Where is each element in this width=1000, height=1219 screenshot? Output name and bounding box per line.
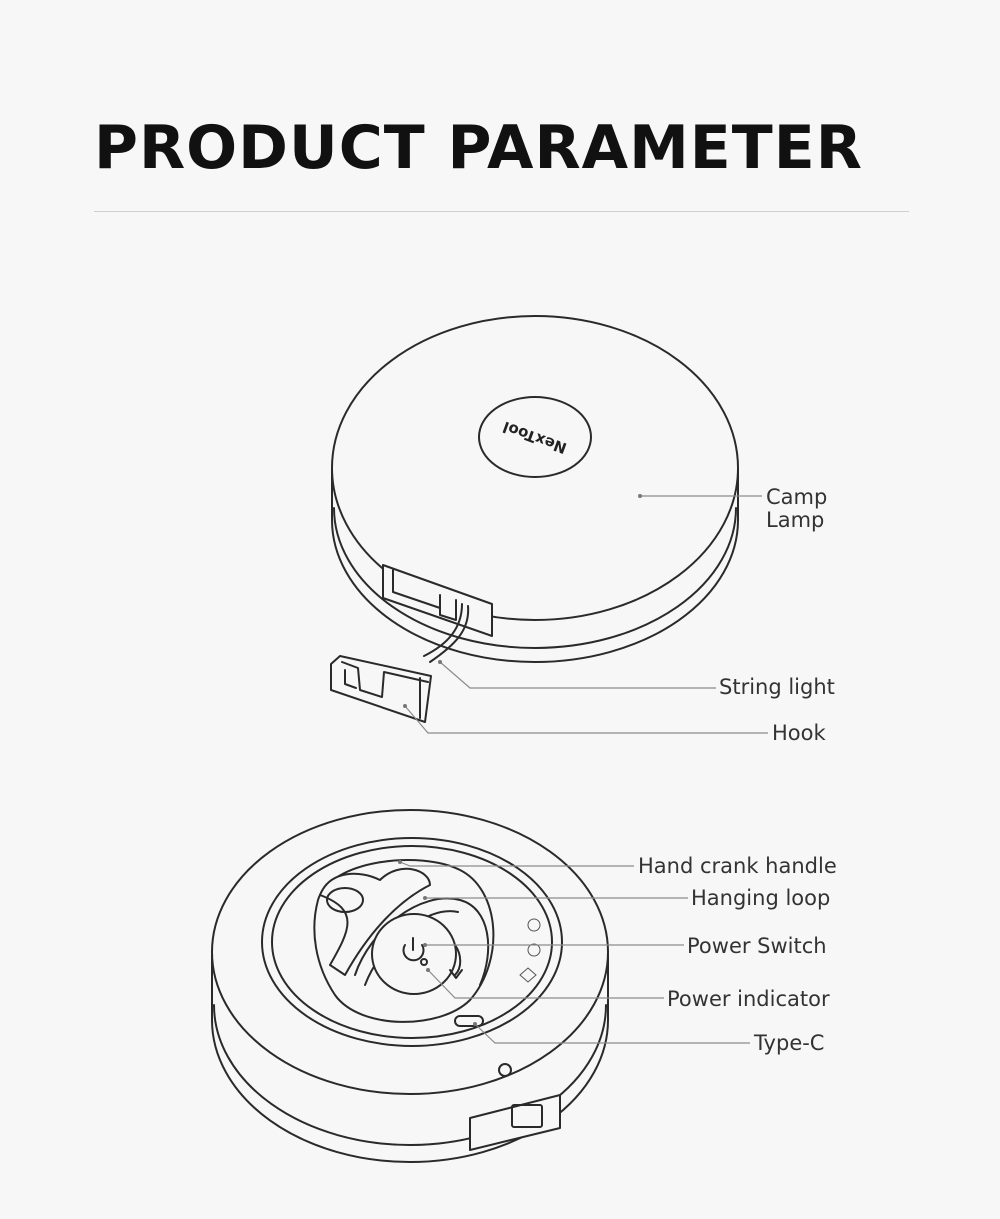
camp-lamp-drawing: [330, 315, 739, 723]
callout-camp-lamp: Camp Lamp: [766, 486, 827, 532]
type-c-port-drawing: [454, 1015, 484, 1027]
callout-camp-lamp-line1: Camp: [766, 485, 828, 509]
title-divider: [94, 211, 909, 212]
power-icon: [402, 944, 425, 962]
callout-type-c: Type-C: [754, 1031, 825, 1055]
callout-hanging-loop: Hanging loop: [691, 886, 831, 910]
nextool-logo-badge: [478, 396, 592, 478]
callout-power-switch: Power Switch: [687, 934, 827, 958]
leader-lines: [399, 495, 768, 1044]
callout-string-light: String light: [719, 675, 835, 699]
hook-drawing: [330, 655, 432, 723]
lamp-underside-drawing: [211, 809, 609, 1163]
callout-camp-lamp-line2: Lamp: [766, 508, 825, 532]
leader-dots: [398, 494, 642, 1026]
callout-hand-crank-handle: Hand crank handle: [638, 854, 837, 878]
callout-power-indicator: Power indicator: [667, 987, 830, 1011]
hand-crank-handle-drawing: [319, 867, 431, 976]
page-title: PRODUCT PARAMETER: [94, 113, 863, 183]
callout-hook: Hook: [772, 721, 826, 745]
